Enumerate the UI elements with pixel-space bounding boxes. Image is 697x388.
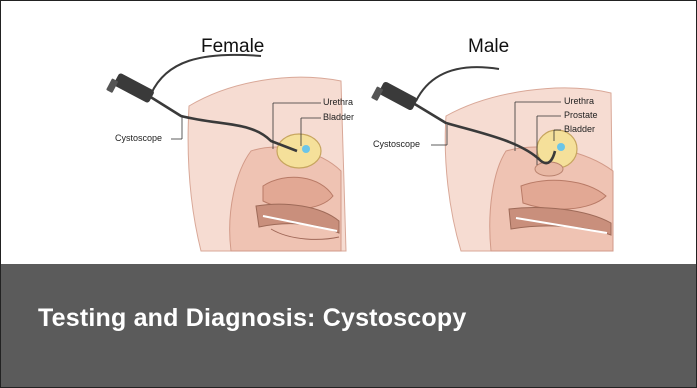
female-anatomy <box>106 55 346 251</box>
female-bladder-label: Bladder <box>323 112 354 122</box>
male-heading: Male <box>468 36 509 58</box>
male-bladder-label: Bladder <box>564 124 595 134</box>
title-band: Testing and Diagnosis: Cystoscopy <box>1 264 696 387</box>
cystoscopy-illustration: Female Urethra Bladder Cystoscope Male U… <box>1 1 696 263</box>
male-prostate-label: Prostate <box>564 110 598 120</box>
male-urethra-label: Urethra <box>564 96 594 106</box>
female-heading: Female <box>201 36 264 58</box>
male-cystoscope-label: Cystoscope <box>373 139 420 149</box>
slide-title: Testing and Diagnosis: Cystoscopy <box>38 304 466 333</box>
female-urethra-label: Urethra <box>323 97 353 107</box>
male-anatomy <box>371 67 613 251</box>
female-cystoscope-label: Cystoscope <box>115 133 162 143</box>
